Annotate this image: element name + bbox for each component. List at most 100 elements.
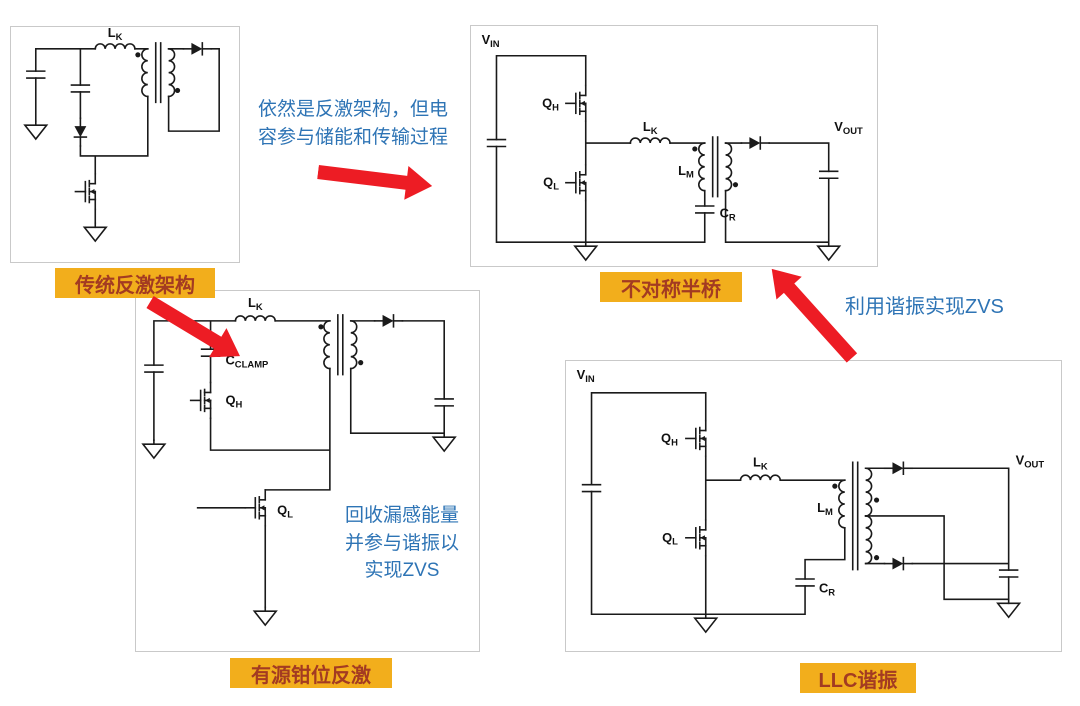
output-diode xyxy=(373,314,404,328)
ahb-schematic: VIN QH QL LK LM CR VOUT xyxy=(482,32,863,261)
ahb-wires xyxy=(486,54,841,261)
ground-symbol xyxy=(996,598,1021,619)
clamp-diode xyxy=(73,117,88,147)
transformer-core xyxy=(851,461,859,571)
panel-traditional-flyback: LK xyxy=(10,26,240,263)
leakage-inductor xyxy=(234,315,276,322)
arrow-flyback-to-acf xyxy=(141,287,250,372)
resonant-inductor xyxy=(629,137,671,144)
label-lk: LK xyxy=(248,295,263,313)
label-cr: CR xyxy=(819,580,835,598)
transformer-primary xyxy=(698,142,706,192)
transformer-primary xyxy=(141,48,149,98)
badge-text: LLC谐振 xyxy=(818,669,898,692)
llc-schematic: VIN QH QL LK LM CR VOUT xyxy=(577,367,1045,633)
polarity-dot xyxy=(873,497,880,503)
rectifier-diode-top xyxy=(883,461,914,476)
transformer-core xyxy=(711,136,719,198)
ground-symbol xyxy=(817,241,841,261)
polarity-dot xyxy=(873,555,880,561)
ground-symbol xyxy=(142,439,166,459)
ground-symbol xyxy=(432,432,456,452)
annotation-capacitor-role: 依然是反激架构，但电容参与储能和传输过程 xyxy=(257,99,448,148)
transformer-secondary xyxy=(349,320,358,370)
badge-text: 不对称半桥 xyxy=(621,278,721,301)
mosfet-qh xyxy=(685,419,707,458)
transformer-secondary-upper xyxy=(864,467,873,517)
output-capacitor xyxy=(434,398,454,407)
input-capacitor xyxy=(26,70,46,79)
polarity-dot xyxy=(135,52,141,58)
transformer-primary xyxy=(323,320,331,370)
output-capacitor xyxy=(998,569,1019,578)
label-vout: VOUT xyxy=(834,119,863,136)
polarity-dot xyxy=(174,87,181,94)
resonant-capacitor xyxy=(795,578,815,587)
label-qh: QH xyxy=(225,392,242,410)
input-capacitor xyxy=(144,364,164,373)
output-diode xyxy=(182,42,213,56)
panel-active-clamp-flyback: LK CCLAMP QH QL xyxy=(135,290,480,652)
clamp-capacitor xyxy=(70,84,91,93)
label-ql: QL xyxy=(277,503,293,521)
output-diode xyxy=(740,136,770,150)
input-capacitor xyxy=(486,138,507,148)
transformer-core xyxy=(154,42,162,104)
label-lk: LK xyxy=(643,119,658,136)
transformer-secondary xyxy=(724,142,733,192)
badge-traditional-flyback: 传统反激架构 xyxy=(55,268,215,298)
polarity-dot xyxy=(358,360,364,366)
ground-symbol xyxy=(253,606,277,626)
llc-wires xyxy=(581,391,1021,633)
mosfet-ql xyxy=(685,519,707,557)
label-qh: QH xyxy=(661,430,678,448)
label-vout: VOUT xyxy=(1016,452,1045,470)
annotation-clamp-energy: 回收漏感能量并参与谐振以实现ZVS xyxy=(344,505,459,582)
mosfet-qh xyxy=(189,381,212,420)
label-vin: VIN xyxy=(482,32,500,49)
transformer-core xyxy=(337,314,344,376)
badge-text: 传统反激架构 xyxy=(75,274,195,297)
transformer-secondary xyxy=(167,48,176,98)
resonant-inductor xyxy=(739,474,782,481)
mosfet-switch xyxy=(74,172,97,211)
ground-symbol xyxy=(694,613,718,633)
ground-symbol xyxy=(83,222,107,242)
input-capacitor xyxy=(581,483,602,493)
traditional-flyback-schematic: LK xyxy=(24,27,220,242)
label-ql: QL xyxy=(543,175,559,192)
polarity-dot xyxy=(832,483,838,489)
arrow-flyback-to-ahb xyxy=(316,154,435,204)
label-lm: LM xyxy=(817,500,833,518)
badge-text: 有源钳位反激 xyxy=(251,664,371,687)
label-vin: VIN xyxy=(577,367,595,385)
annotation-zvs-resonance: 利用谐振实现ZVS xyxy=(845,296,1004,318)
mosfet-ql xyxy=(244,489,267,527)
ground-symbol xyxy=(24,120,48,140)
polarity-dot xyxy=(318,324,324,330)
polarity-dot xyxy=(692,146,698,152)
resonant-capacitor xyxy=(695,205,715,214)
panel-asymmetric-half-bridge: VIN QH QL LK LM CR VOUT xyxy=(470,25,878,267)
rectifier-diode-bottom xyxy=(883,556,914,571)
output-capacitor xyxy=(818,170,839,180)
transformer-primary xyxy=(838,479,846,529)
badge-llc-resonant: LLC谐振 xyxy=(800,663,916,693)
mosfet-ql xyxy=(565,164,587,202)
badge-active-clamp-flyback: 有源钳位反激 xyxy=(230,658,392,688)
flyback-wires xyxy=(24,42,220,242)
label-lm: LM xyxy=(678,163,694,180)
arrow-llc-to-ahb xyxy=(758,257,865,370)
label-qh: QH xyxy=(542,95,559,112)
label-ql: QL xyxy=(662,530,678,548)
label-cr: CR xyxy=(720,205,736,222)
leakage-inductor xyxy=(94,43,136,50)
mosfet-qh xyxy=(565,84,587,123)
ground-symbol xyxy=(574,241,598,261)
label-cclamp: CCLAMP xyxy=(225,353,268,371)
panel-llc-resonant: VIN QH QL LK LM CR VOUT xyxy=(565,360,1062,652)
label-lk: LK xyxy=(753,454,768,472)
label-lk: LK xyxy=(108,27,123,42)
polarity-dot xyxy=(732,182,739,188)
